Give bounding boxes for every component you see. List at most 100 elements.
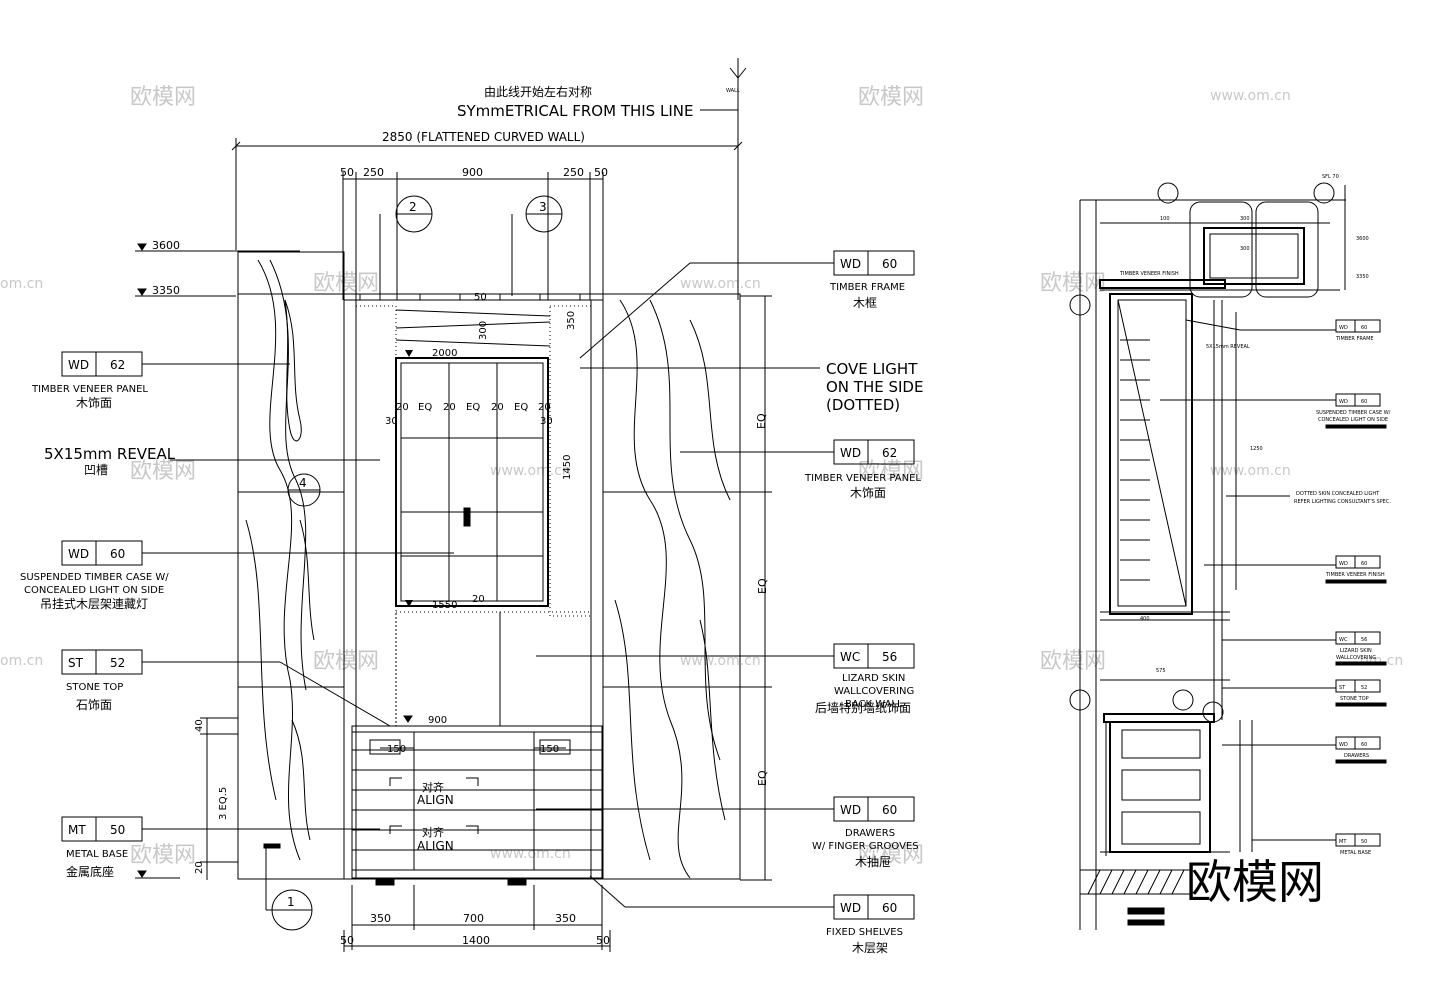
- bay-label: 20: [538, 402, 551, 413]
- callout-en: TIMBER FRAME: [829, 282, 905, 293]
- bay-label: 20: [491, 402, 504, 413]
- callout-code: WD: [1339, 399, 1348, 405]
- align-cn: 对齐: [422, 780, 444, 794]
- section-marker-1: 1: [287, 895, 295, 909]
- section-notes: TIMBER VENEER FINISH 5X15mm REVEAL 100 3…: [1119, 174, 1369, 674]
- callout-num: 60: [882, 803, 897, 817]
- right-dim-eq: EQ: [755, 413, 768, 429]
- top-dimension: 2850 (FLATTENED CURVED WALL): [231, 130, 743, 250]
- bottom-dim-350: 350: [370, 912, 391, 925]
- callout-wd60-case: WD 60 SUSPENDED TIMBER CASE W/ CONCEALED…: [20, 540, 454, 611]
- callout-code: MT: [68, 823, 86, 837]
- callout-cn: 后墙特别墙纸饰面: [815, 700, 911, 715]
- section-callout: ST 52 STONE TOP: [1335, 679, 1387, 707]
- window-small-a: 50: [474, 292, 487, 303]
- window-top-offset: 300: [478, 321, 489, 340]
- callout-en2: WALLCOVERING: [834, 686, 914, 697]
- left-callouts: WD 62 TIMBER VENEER PANEL 木饰面 5X15mm REV…: [20, 351, 454, 879]
- callout-en: SUSPENDED TIMBER CASE W/: [20, 572, 169, 583]
- callout-cn: 金属底座: [66, 864, 114, 879]
- watermark-logo: 欧模网: [130, 85, 196, 110]
- section-callouts: WD 60 TIMBER FRAME WD 60 SUSPENDED TIMBE…: [1294, 319, 1391, 856]
- callout-wd60-shelves: WD 60 FIXED SHELVES 木层架: [589, 875, 915, 955]
- callout-en2: REFER LIGHTING CONSULTANT'S SPEC.: [1294, 499, 1391, 505]
- section-dim: 3350: [1356, 274, 1369, 280]
- callout-num: 56: [1361, 637, 1367, 643]
- callout-en: 5X15mm REVEAL: [44, 445, 176, 463]
- callout-wc56: WC 56 LIZARD SKIN WALLCOVERING BACK WALL…: [536, 643, 915, 715]
- callout-code: WC: [1339, 637, 1348, 643]
- bay-label: EQ: [514, 402, 528, 413]
- callout-en3: (DOTTED): [826, 396, 900, 414]
- watermark-url: www.om.cn: [490, 846, 571, 862]
- bay-label: EQ: [466, 402, 480, 413]
- section-drawing: [1069, 182, 1346, 930]
- right-dimensions: EQ EQ EQ: [740, 295, 772, 881]
- section-callout: WC 56 LIZARD SKIN WALLCOVERING: [1335, 631, 1387, 666]
- callout-num: 50: [110, 823, 125, 837]
- callout-cn: 木饰面: [76, 396, 112, 410]
- dim-900: 900: [462, 166, 483, 179]
- align-en: ALIGN: [417, 839, 454, 853]
- callout-num: 56: [882, 650, 897, 664]
- section-callout: WD 60 TIMBER VENEER FINISH: [1325, 555, 1387, 584]
- callout-en: COVE LIGHT: [826, 360, 918, 378]
- bay-label: 20: [443, 402, 456, 413]
- align-cn: 对齐: [422, 825, 444, 839]
- watermark-logo: 欧模网: [130, 843, 196, 868]
- callout-num: 52: [110, 656, 125, 670]
- dim-250-right: 250: [563, 166, 584, 179]
- callout-en2: W/ FINGER GROOVES: [812, 841, 919, 852]
- right-dim-eq: EQ: [756, 770, 769, 786]
- callout-code: WD: [840, 901, 861, 915]
- callout-en: DRAWERS: [845, 828, 895, 839]
- callout-en2: CONCEALED LIGHT ON SIDE: [24, 585, 164, 596]
- callout-num: 50: [1361, 839, 1367, 845]
- dim-250-left: 250: [363, 166, 384, 179]
- callout-en: DRAWERS: [1344, 753, 1369, 759]
- section-dim: 400: [1140, 616, 1150, 622]
- section-dim: 1250: [1250, 446, 1263, 452]
- dim-50-right: 50: [594, 166, 608, 179]
- bottom-dim-1400: 1400: [462, 934, 490, 947]
- watermark-logo: 欧模网: [1040, 649, 1106, 674]
- callout-wd60-drawers: WD 60 DRAWERS W/ FINGER GROOVES 木抽屉: [536, 796, 919, 869]
- callout-code: WD: [1339, 325, 1348, 331]
- watermark-url: om.cn: [0, 653, 43, 669]
- callout-en: DOTTED SKIN CONCEALED LIGHT: [1296, 491, 1380, 497]
- callout-en3: BACK WALL: [845, 699, 903, 710]
- callout-en: METAL BASE: [66, 849, 128, 860]
- watermark-url: www.om.cn: [680, 276, 761, 292]
- callout-cn: 凹槽: [84, 463, 108, 477]
- callout-cn: 木饰面: [850, 486, 886, 500]
- watermark-logo: 欧模网: [858, 85, 924, 110]
- window-arrow: [405, 600, 413, 607]
- section-note-reveal: 5X15mm REVEAL: [1206, 344, 1250, 350]
- symmetry-note: 由此线开始左右对称 SYmmETRICAL FROM THIS LINE WAL…: [457, 58, 747, 300]
- watermark-url: om.cn: [0, 276, 43, 292]
- watermark-url: www.om.cn: [1210, 463, 1291, 479]
- counter-dimensions: 900 150 150 3 EQ.5 20 40: [194, 715, 566, 880]
- top-dimension-label: 2850 (FLATTENED CURVED WALL): [382, 130, 585, 144]
- section-note-timber: TIMBER VENEER FINISH: [1119, 271, 1179, 277]
- watermark-logo: 欧模网: [1040, 271, 1106, 296]
- callout-num: 60: [882, 257, 897, 271]
- section-callout: WD 60 TIMBER FRAME: [1335, 319, 1381, 342]
- callout-num: 60: [1361, 742, 1367, 748]
- window-arrow: [405, 350, 413, 357]
- callout-num: 62: [882, 446, 897, 460]
- counter-right-gap: 150: [540, 744, 559, 755]
- upper-dimensions: 50 250 900 250 50: [340, 166, 608, 300]
- callout-en2: ON THE SIDE: [826, 378, 923, 396]
- callout-wd60-frame: WD 60 TIMBER FRAME 木框: [579, 250, 915, 359]
- callout-cn: 木抽屉: [855, 855, 891, 869]
- watermark-logo: 欧模网: [858, 843, 924, 868]
- callout-code: WD: [840, 257, 861, 271]
- callout-en: LIZARD SKIN: [842, 673, 905, 684]
- callout-wd62-right: WD 62 TIMBER VENEER PANEL 木饰面: [680, 439, 921, 500]
- dim-50-left: 50: [340, 166, 354, 179]
- section-dim: 3600: [1356, 236, 1369, 242]
- wall-tag: WALL: [726, 88, 740, 94]
- section-dim: SFL 70: [1322, 174, 1339, 180]
